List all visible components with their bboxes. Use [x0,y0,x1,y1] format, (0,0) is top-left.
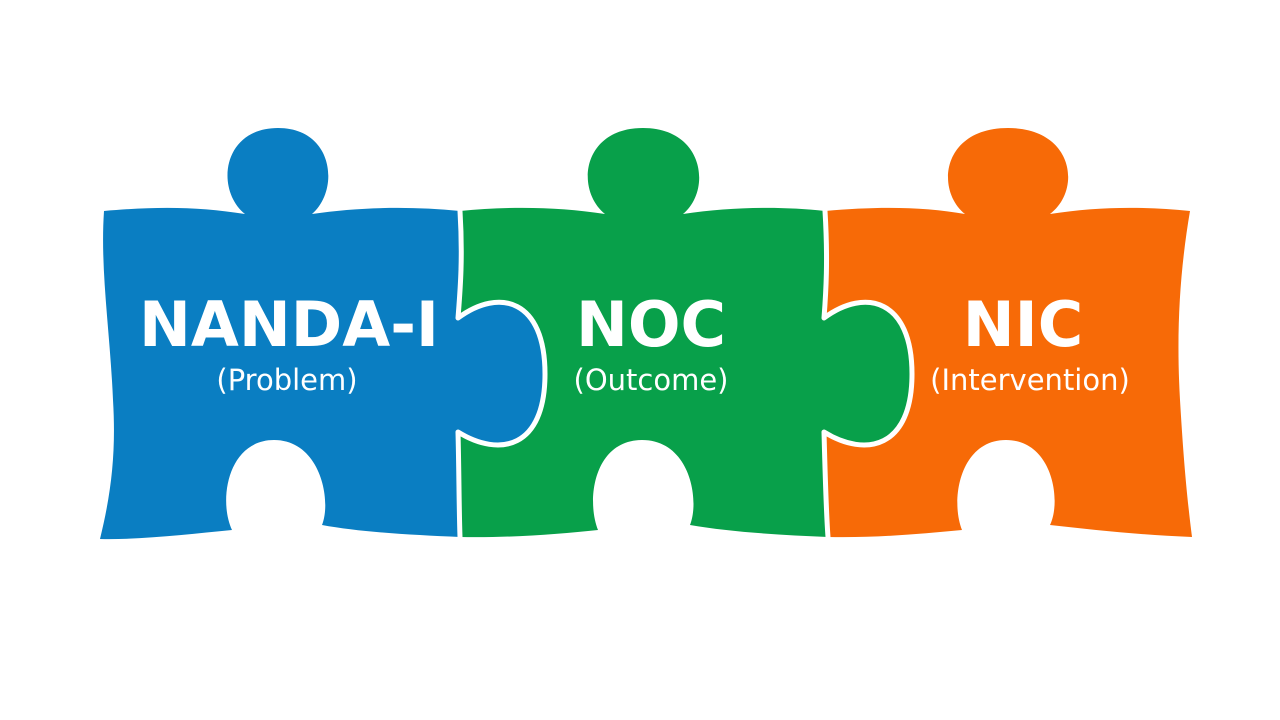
piece-title-noc: NOC [576,288,726,361]
puzzle-piece-shape-nic [824,128,1192,538]
puzzle-piece-shape-noc [458,128,912,538]
piece-title-nic: NIC [963,288,1083,361]
piece-subtitle-nic: (Intervention) [930,363,1130,397]
puzzle-piece-nic: NIC (Intervention) [824,128,1192,538]
seam-line-right [821,208,915,540]
puzzle-piece-noc: NOC (Outcome) [458,128,912,538]
piece-subtitle-noc: (Outcome) [574,363,729,397]
seam-line-left [455,208,548,540]
puzzle-piece-nanda-i: NANDA-I (Problem) [100,128,545,540]
piece-title-nanda-i: NANDA-I [139,288,439,361]
puzzle-piece-shape-nanda-i [100,128,545,540]
piece-subtitle-nanda-i: (Problem) [216,363,357,397]
